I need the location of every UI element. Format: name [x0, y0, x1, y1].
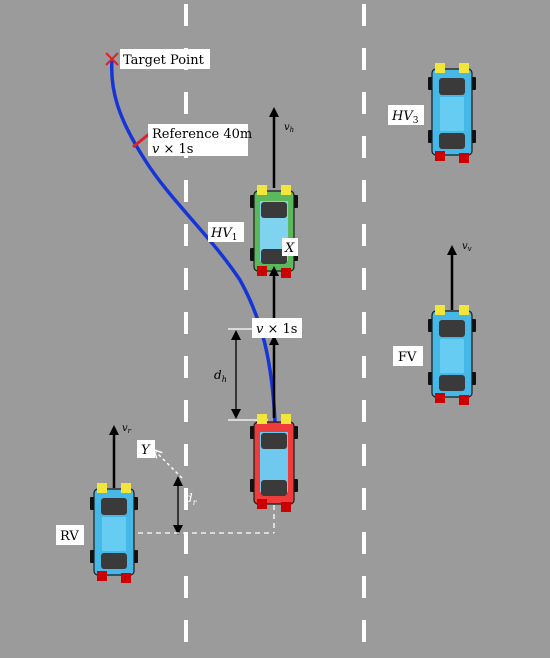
- vh-label: vh: [284, 122, 294, 134]
- hv3-label: HV3: [391, 109, 419, 126]
- y-label: Y: [141, 443, 151, 458]
- y-vector: [156, 452, 183, 479]
- vehicle-rv: [89, 482, 139, 584]
- fv-label: FV: [398, 350, 417, 365]
- dh-label: dh: [214, 368, 227, 384]
- hv1-label: HV1: [210, 226, 237, 243]
- reference-label-line2: v × 1s: [152, 142, 193, 157]
- x-label: X: [284, 241, 295, 256]
- v-times-1s-label: v × 1s: [256, 322, 297, 337]
- vehicle-hv3: [427, 62, 477, 164]
- vehicle-ego: [250, 414, 298, 512]
- target-point-marker: [105, 52, 119, 66]
- vr-label: vr: [122, 423, 132, 435]
- rv-label: RV: [60, 529, 79, 544]
- vehicle-fv: [427, 304, 477, 406]
- vehicle-hv1: [250, 185, 298, 278]
- target-point-label: Target Point: [123, 53, 205, 68]
- reference-trajectory: [109, 59, 277, 423]
- vv-label: vv: [462, 241, 472, 253]
- dr-label: dr: [185, 491, 198, 507]
- reference-label-line1: Reference 40m: [152, 127, 252, 142]
- reference-indicator: [132, 132, 150, 149]
